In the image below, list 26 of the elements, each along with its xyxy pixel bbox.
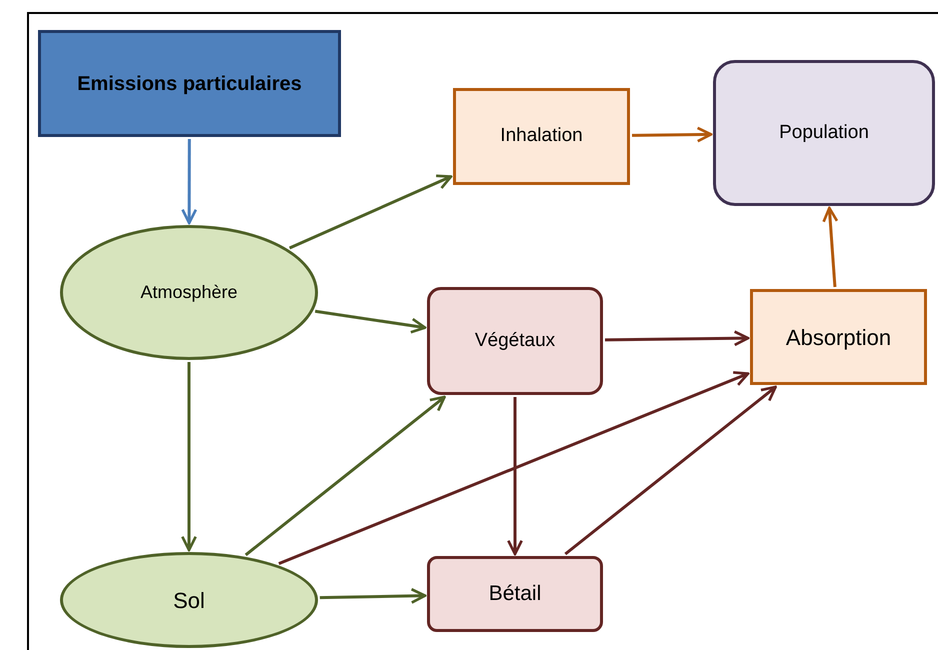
arrow	[564, 386, 777, 556]
arrow	[278, 371, 750, 565]
arrow	[181, 139, 198, 224]
target-box	[713, 60, 935, 206]
arrow	[314, 310, 426, 334]
arrow	[632, 126, 712, 143]
arrow	[507, 397, 523, 556]
node-label: Sol	[173, 586, 205, 614]
node-label: Absorption	[786, 324, 892, 352]
arrow	[288, 174, 452, 250]
arrow	[822, 206, 838, 288]
pathway-box	[453, 88, 630, 185]
node-label: Inhalation	[500, 124, 583, 148]
arrow	[244, 396, 446, 556]
vector-box	[427, 556, 603, 632]
vector-box	[427, 287, 603, 395]
arrow	[320, 588, 426, 604]
node-label: Atmosphère	[140, 281, 238, 304]
node-label: Population	[779, 120, 869, 145]
arrow	[181, 362, 197, 552]
node-label: Bétail	[488, 581, 542, 608]
pathway-box	[750, 289, 927, 385]
arrow	[604, 330, 750, 346]
source-box	[38, 30, 341, 137]
node-label: Emissions particulaires	[77, 72, 302, 96]
node-label: Végétaux	[474, 328, 556, 353]
